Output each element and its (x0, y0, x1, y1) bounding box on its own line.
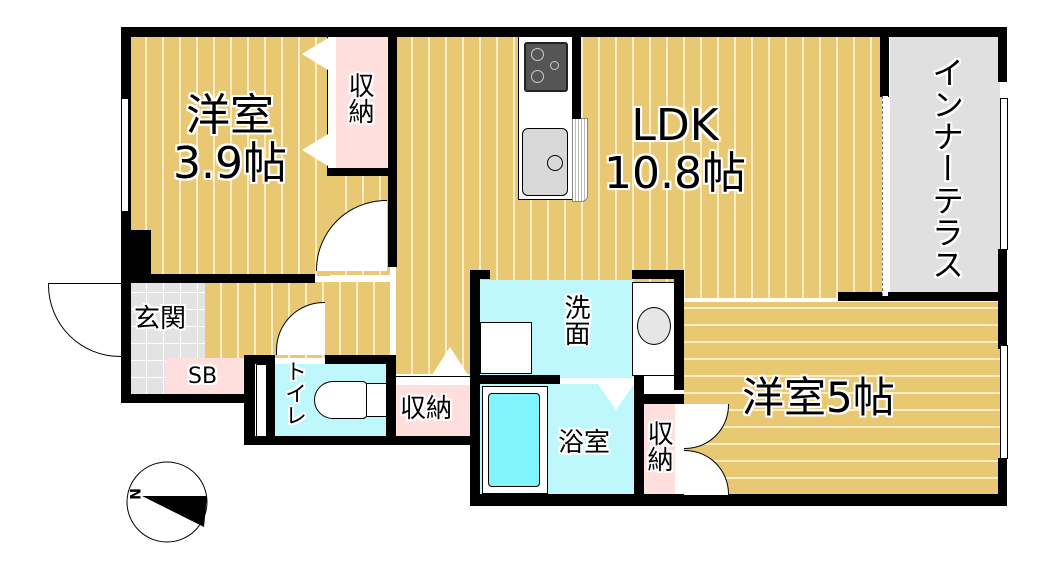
wall (121, 27, 1007, 37)
wall (244, 436, 478, 445)
storage-3 (642, 404, 675, 494)
ldk-name: LDK (631, 100, 719, 151)
wall (470, 270, 490, 279)
ldk-size: 10.8帖 (604, 148, 746, 199)
storage-2 (396, 384, 470, 436)
wall (121, 283, 131, 403)
window (1000, 98, 1008, 250)
wall (386, 355, 396, 445)
wall (572, 27, 581, 119)
storage-1-door-strip (327, 36, 336, 170)
storage-1-door-icon-top (302, 38, 328, 70)
storage-1-label: 収納 (344, 72, 374, 124)
washroom-label: 洗面 (560, 294, 590, 346)
western-room-2-floor (684, 302, 1002, 494)
wall (674, 270, 684, 390)
wall (244, 355, 255, 445)
western-room-1-size: 3.9帖 (173, 138, 287, 189)
ldk-floor (396, 36, 882, 298)
washing-machine-pan (480, 322, 532, 374)
western-room-1-name: 洋室 (186, 90, 274, 141)
wall (998, 458, 1007, 506)
bathroom-door-icon (598, 384, 634, 410)
shoe-box (166, 358, 244, 394)
wall (121, 394, 245, 403)
storage-3-label: 収納 (643, 420, 673, 472)
sliding-door (882, 96, 888, 296)
wall (327, 168, 391, 176)
wall (644, 394, 684, 404)
storage-2-door-icon (432, 347, 468, 375)
bathroom-label: 浴室 (558, 428, 611, 458)
western-room-1-floor (130, 36, 330, 276)
toilet-tank (366, 383, 388, 417)
storage-1-door-icon-bottom (302, 134, 328, 166)
inner-terrace-floor (890, 36, 1000, 294)
wall (121, 274, 315, 283)
wall (388, 27, 397, 267)
toilet-label: トイレ (281, 360, 306, 426)
entrance-label: 玄関 (134, 304, 187, 334)
wall (325, 355, 396, 364)
western-room-1-label: 洋室 3.9帖 (160, 92, 300, 188)
toilet-fixture (314, 381, 368, 419)
kitchen-side-panel (572, 118, 588, 202)
wall (470, 494, 1007, 506)
window (121, 98, 129, 212)
bathtub-basin (488, 393, 540, 487)
wall (880, 27, 889, 97)
window (1000, 345, 1008, 459)
storage-2-label: 収納 (400, 394, 453, 424)
wall (480, 375, 560, 384)
wall (634, 375, 644, 506)
entrance-door-swing (48, 283, 121, 357)
wall (244, 355, 274, 364)
sink-icon (522, 128, 568, 196)
wall (470, 270, 480, 506)
western-room-2-label: 洋室5帖 (742, 373, 895, 422)
stove-icon (524, 42, 568, 92)
wall (266, 355, 275, 445)
wall (998, 27, 1007, 82)
compass-icon (126, 461, 208, 543)
inner-terrace-label: インナーテラス (927, 56, 965, 280)
storage-2-door-strip (396, 376, 470, 385)
wall (838, 292, 1007, 301)
storage-1 (335, 36, 388, 170)
washbasin-bowl (637, 307, 671, 345)
wall (632, 270, 684, 279)
compass-north-label: N (125, 488, 142, 500)
shoe-box-label: SB (188, 364, 218, 389)
wall (131, 230, 151, 278)
ldk-label: LDK 10.8帖 (590, 102, 760, 198)
